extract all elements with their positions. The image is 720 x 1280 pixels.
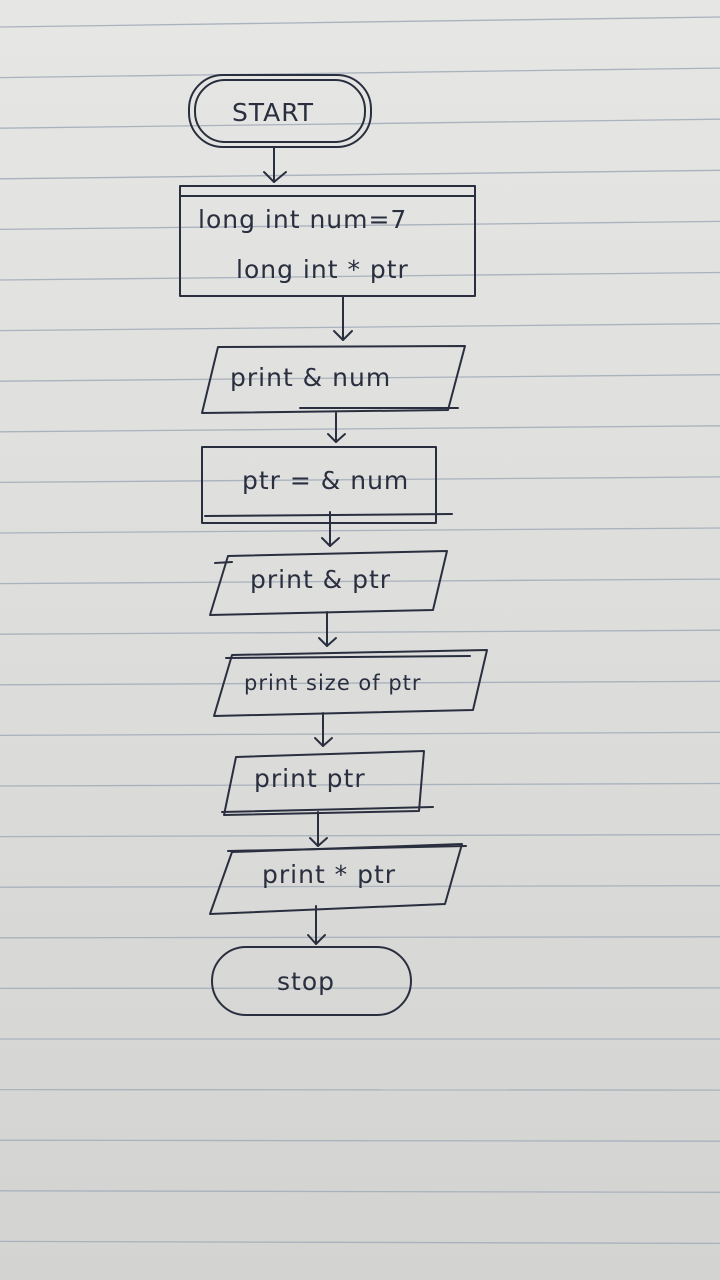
io-print-addr-num: print & num xyxy=(201,345,466,414)
ruled-line xyxy=(0,1240,720,1245)
arrow-6 xyxy=(314,712,333,747)
stop-label: stop xyxy=(277,967,335,996)
arrow-4 xyxy=(321,511,340,547)
ruled-line xyxy=(0,885,720,888)
ruled-line xyxy=(0,322,720,332)
print-addr-ptr-label: print & ptr xyxy=(250,565,391,594)
arrow-7 xyxy=(309,811,328,847)
ruled-line xyxy=(0,67,720,79)
ruled-line xyxy=(0,680,720,686)
ruled-line xyxy=(0,118,720,129)
io-print-ptr: print ptr xyxy=(221,750,434,816)
ruled-line xyxy=(0,833,720,838)
ruled-line xyxy=(0,987,720,990)
print-ptr-label: print ptr xyxy=(254,764,366,793)
ruled-line xyxy=(0,476,720,484)
ruled-line xyxy=(0,527,720,534)
stop-terminator: stop xyxy=(211,946,412,1016)
declaration-line-2: long int * ptr xyxy=(236,255,409,284)
ruled-line xyxy=(0,1088,720,1091)
ruled-line xyxy=(0,16,720,28)
ruled-line xyxy=(0,782,720,787)
print-deref-ptr-label: print * ptr xyxy=(262,860,396,889)
declaration-box: long int num=7 long int * ptr xyxy=(179,185,476,297)
arrow-5 xyxy=(318,611,337,647)
ruled-line xyxy=(0,936,720,939)
declaration-line-1: long int num=7 xyxy=(198,205,407,234)
io-print-deref-ptr: print * ptr xyxy=(209,843,467,915)
arrow-1 xyxy=(263,146,287,183)
io-print-size-ptr: print size of ptr xyxy=(213,649,488,717)
ruled-line xyxy=(0,629,720,635)
ruled-line xyxy=(0,220,720,231)
ruled-line xyxy=(0,731,720,737)
arrow-2 xyxy=(333,295,353,341)
ruled-line xyxy=(0,169,720,180)
ruled-line xyxy=(0,271,720,281)
ruled-line xyxy=(0,374,720,382)
print-size-ptr-label: print size of ptr xyxy=(244,671,422,695)
arrow-3 xyxy=(327,412,346,443)
assign-box: ptr = & num xyxy=(201,446,453,524)
ruled-line xyxy=(0,578,720,585)
ruled-line xyxy=(0,425,720,433)
assign-label: ptr = & num xyxy=(242,466,409,495)
ruled-line xyxy=(0,1190,720,1193)
start-terminator: START xyxy=(188,74,372,148)
arrow-8 xyxy=(307,905,326,945)
ruled-line xyxy=(0,1139,720,1142)
start-label: START xyxy=(232,98,314,127)
io-print-addr-ptr: print & ptr xyxy=(209,550,448,616)
ruled-lines xyxy=(0,16,720,1245)
print-addr-num-label: print & num xyxy=(230,363,391,392)
